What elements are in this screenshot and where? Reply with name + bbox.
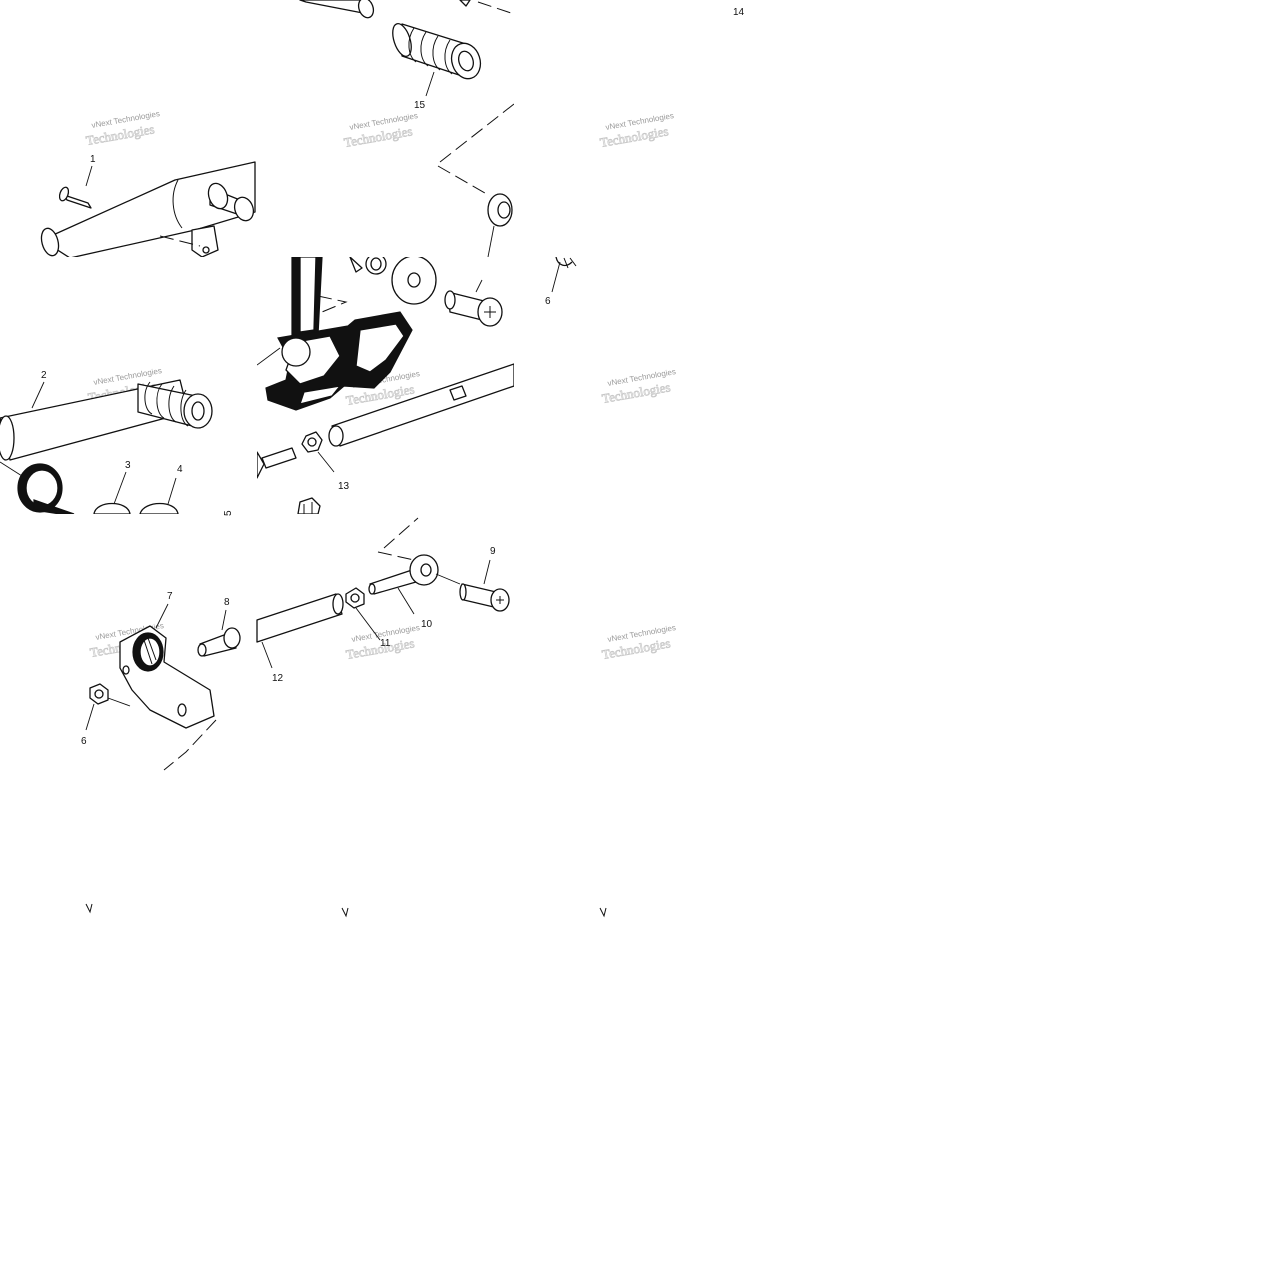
callout-15: 15	[414, 100, 426, 111]
brake-shaft-assembly	[0, 379, 213, 514]
nut-part	[89, 683, 109, 705]
pin-part	[261, 447, 297, 469]
callout-8: 8	[224, 597, 230, 608]
watermark: Technologies vNext Technologies	[600, 623, 676, 662]
callout-11: 11	[380, 638, 391, 649]
swing-arm-assembly	[40, 161, 256, 257]
callout-9: 9	[490, 546, 496, 557]
watermark: Technologies vNext Technologies	[342, 111, 418, 150]
tube-part	[328, 363, 514, 447]
brake-pedal-assembly	[257, 257, 514, 514]
callout-12: 12	[272, 673, 284, 684]
bolt-part	[444, 290, 503, 327]
rod-end-part	[368, 554, 439, 595]
callout-1: 1	[90, 154, 96, 165]
footpeg-part	[392, 22, 482, 80]
nut-part	[345, 587, 365, 609]
callout-6-upper: 6	[545, 296, 551, 307]
swing-arm-part	[41, 161, 256, 257]
bushing-part	[93, 502, 131, 514]
clamp-part	[17, 463, 75, 514]
callout-5: 5	[223, 510, 234, 516]
callout-6-lower: 6	[81, 736, 87, 747]
nut-part	[297, 497, 321, 514]
callout-3: 3	[125, 460, 131, 471]
callouts: 1 2 3 4 5 6 6 7 8 9 10 11 12 13 14 15	[41, 7, 745, 747]
callout-7: 7	[167, 591, 173, 602]
bolt-part	[459, 583, 510, 612]
watermark: Technologies vNext Technologies	[600, 367, 676, 406]
callout-10: 10	[421, 619, 433, 630]
nut-part	[301, 431, 323, 453]
callout-13: 13	[338, 481, 350, 492]
callout-4: 4	[177, 464, 183, 475]
watermark: Technologies vNext Technologies	[84, 109, 160, 148]
pedal-body-part	[265, 311, 413, 411]
callout-2: 2	[41, 370, 47, 381]
clip-assembly	[551, 257, 577, 293]
pin-part	[197, 627, 241, 657]
callout-14: 14	[733, 7, 745, 18]
washer-part	[139, 502, 179, 514]
watermark: Technologies vNext Technologies	[598, 111, 674, 150]
bracket-part	[119, 625, 215, 729]
lower-linkage-assembly	[85, 517, 607, 918]
pin-part	[63, 194, 92, 209]
footpeg-top-assembly	[299, 0, 514, 257]
tube-part	[256, 593, 344, 643]
